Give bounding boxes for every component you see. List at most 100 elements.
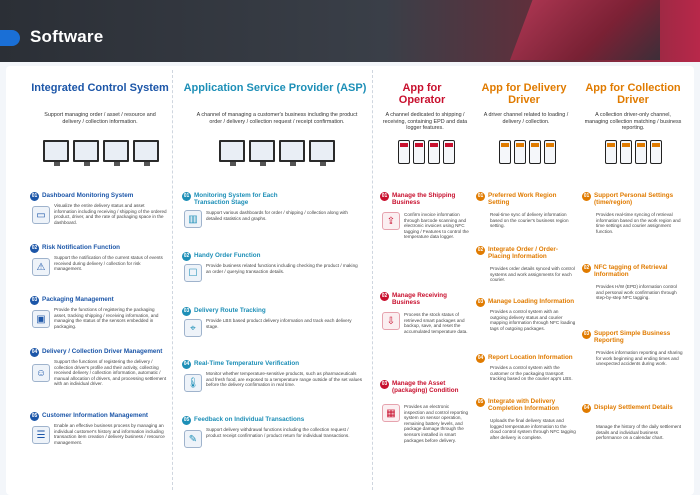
monitor-images: [36, 140, 166, 166]
header-banner: Software: [0, 0, 700, 62]
feature-number: 01: [476, 192, 485, 201]
feature-desc: Provides order details synced with contr…: [490, 266, 575, 283]
monitor-icon: [133, 140, 159, 166]
phone-icon: [528, 140, 541, 164]
feature-title: Risk Notification Function: [42, 244, 121, 251]
feature-desc: Provides real-time syncing of retrieval …: [596, 212, 681, 234]
feature-desc: Provide the functions of registering the…: [54, 307, 159, 329]
column-title-integrated-control: Integrated Control System: [31, 82, 169, 94]
asset-icon: ▦: [382, 404, 400, 422]
feature-title: Preferred Work Region Setting: [488, 192, 557, 206]
feature-title: Integrate Order / Order-Placing Informat…: [488, 246, 558, 260]
feature-item: 03 Support Simple Business Reporting Pro…: [582, 330, 686, 396]
feature-desc: Provide business related functions inclu…: [206, 263, 358, 274]
feature-desc: Provides information reporting and shari…: [596, 350, 683, 367]
feature-number: 03: [582, 330, 591, 339]
feature-number: 05: [182, 416, 191, 425]
feature-title: Dashboard Monitoring System: [42, 192, 134, 199]
ship-icon: ⇪: [382, 212, 400, 230]
feature-number: 01: [582, 192, 591, 201]
feature-number: 04: [30, 348, 39, 357]
feature-title: Report Location Information: [488, 354, 573, 361]
feature-number: 02: [30, 244, 39, 253]
feature-title: Manage the Shipping Business: [392, 192, 456, 206]
column-title-app-delivery: App for Delivery Driver: [481, 82, 567, 106]
feature-title: Manage the Asset (packaging) Condition: [392, 380, 459, 394]
feature-number: 01: [182, 192, 191, 201]
column-desc-app-collection: A collection driver-only channel, managi…: [584, 112, 682, 132]
feature-title: Handy Order Function: [194, 252, 261, 259]
monitor-icon: [309, 140, 335, 166]
feature-item: 05 Customer Information Management ☰ Ena…: [30, 412, 170, 468]
feature-item: 02 Handy Order Function ☐ Provide busine…: [182, 252, 368, 298]
feature-desc: Provides an electronic inspection and co…: [404, 404, 469, 443]
phone-icon: [412, 140, 425, 164]
feature-desc: Confirm invoice information through barc…: [404, 212, 469, 240]
monitor-icon: ▭: [32, 206, 50, 224]
feature-item: 01 Dashboard Monitoring System ▭ Visuali…: [30, 192, 170, 247]
column-title-app-collection: App for Collection Driver: [585, 82, 681, 106]
feature-title: Integrate with Delivery Completion Infor…: [488, 398, 560, 412]
order-icon: ☐: [184, 264, 202, 282]
feature-item: 05 Integrate with Delivery Completion In…: [476, 398, 576, 468]
feature-title: Manage Loading Information: [488, 298, 575, 305]
feature-number: 01: [30, 192, 39, 201]
feature-item: 03 Packaging Management ▣ Provide the fu…: [30, 296, 170, 346]
feature-item: 03 Manage the Asset (packaging) Conditio…: [380, 380, 470, 472]
feature-desc: Provides H/W (EPD) information control a…: [596, 284, 677, 301]
feature-number: 02: [380, 292, 389, 301]
feature-desc: Support the functions of registering the…: [54, 359, 167, 387]
feature-item: 02 NFC tagging of Retrieval Information …: [582, 264, 686, 320]
feature-title: Monitoring System for Each Transaction S…: [194, 192, 278, 206]
phone-icon: [397, 140, 410, 164]
feature-item: 02 Integrate Order / Order-Placing Infor…: [476, 246, 576, 296]
feature-number: 02: [476, 246, 485, 255]
feature-desc: Monitor whether temperature-sensitive pr…: [206, 371, 363, 388]
feature-number: 02: [582, 264, 591, 273]
feature-title: Packaging Management: [42, 296, 114, 303]
monitor-icon: [103, 140, 129, 166]
feature-desc: Support the notification of the current …: [54, 255, 163, 272]
feature-title: Customer Information Management: [42, 412, 149, 419]
header-accent-tab: [0, 30, 20, 46]
monitor-images: [192, 140, 362, 166]
feature-title: Real-Time Temperature Verification: [194, 360, 300, 367]
feature-number: 04: [582, 404, 591, 413]
feature-number: 03: [182, 307, 191, 316]
phone-images: [586, 140, 680, 164]
feedback-icon: ✎: [184, 430, 202, 448]
feature-title: Delivery / Collection Driver Management: [42, 348, 163, 355]
phone-icon: [513, 140, 526, 164]
column-desc-asp: A channel of managing a customer's busin…: [196, 112, 358, 125]
phone-images: [384, 140, 468, 164]
feature-title: Feedback on Individual Transactions: [194, 416, 305, 423]
feature-number: 03: [476, 298, 485, 307]
feature-desc: Support delivery withdrawal functions in…: [206, 427, 350, 438]
feature-item: 04 Report Location Information Provides …: [476, 354, 576, 394]
feature-item: 02 Risk Notification Function ⚠ Support …: [30, 244, 170, 290]
header-background-image: [510, 0, 660, 60]
feature-item: 02 Manage Receiving Business ⇩ Process t…: [380, 292, 470, 370]
column-desc-integrated-control: Support managing order / asset / resourc…: [44, 112, 156, 125]
feature-number: 03: [380, 380, 389, 389]
page-title: Software: [30, 27, 104, 46]
feature-number: 02: [182, 252, 191, 261]
alert-icon: ⚠: [32, 258, 50, 276]
receive-icon: ⇩: [382, 312, 400, 330]
phone-icon: [649, 140, 662, 164]
column-divider: [172, 70, 173, 490]
feature-number: 05: [476, 398, 485, 407]
phone-icon: [442, 140, 455, 164]
feature-desc: Provides a control system with the custo…: [490, 365, 573, 382]
column-title-asp: Application Service Provider (ASP): [183, 82, 367, 94]
phone-icon: [604, 140, 617, 164]
feature-title: NFC tagging of Retrieval Information: [594, 264, 668, 278]
feature-desc: Visualize the entire delivery status and…: [54, 203, 167, 225]
feature-desc: Real-time sync of delivery information b…: [490, 212, 569, 229]
feature-title: Manage Receiving Business: [392, 292, 447, 306]
column-desc-app-operator: A channel dedicated to shipping / receiv…: [382, 112, 468, 132]
column-desc-app-delivery: A driver channel related to loading / de…: [483, 112, 569, 125]
phone-icon: [498, 140, 511, 164]
feature-desc: Process the stock status of retrieved sm…: [404, 312, 468, 334]
